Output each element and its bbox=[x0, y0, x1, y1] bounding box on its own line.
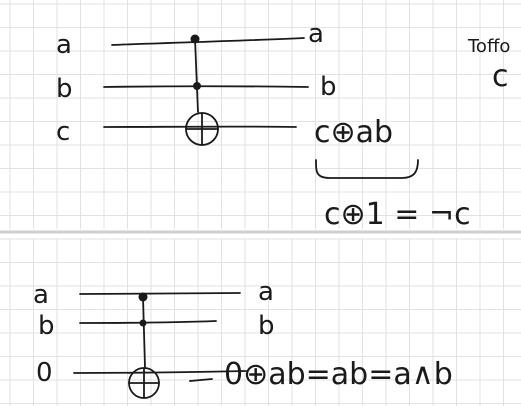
toffoli-circuit-top: a b c a b c⊕ab c⊕1 = ¬c Toffo c bbox=[56, 19, 510, 232]
side-title-toffoli: Toffo bbox=[467, 36, 510, 57]
top-control-line bbox=[194, 38, 199, 113]
top-identity: c⊕1 = ¬c bbox=[324, 197, 471, 232]
bottom-output-dash bbox=[189, 378, 213, 382]
bottom-input-zero: 0 bbox=[36, 358, 53, 388]
bottom-input-b: b bbox=[38, 311, 55, 341]
bottom-output-b: b bbox=[258, 311, 275, 341]
bottom-result-expression: 0⊕ab=ab=a∧b bbox=[224, 357, 453, 392]
top-wire-b bbox=[103, 85, 309, 88]
top-input-b: b bbox=[56, 74, 73, 104]
bottom-wire-zero bbox=[73, 370, 247, 374]
toffoli-circuit-bottom: a b 0 a b 0⊕ab=ab=a∧b bbox=[33, 277, 453, 399]
top-input-a: a bbox=[56, 30, 72, 60]
top-target-xor-icon bbox=[185, 112, 219, 146]
top-output-b: b bbox=[320, 72, 337, 102]
side-letter-c: c bbox=[492, 59, 509, 94]
top-control-dot-b bbox=[193, 82, 201, 90]
bottom-target-xor-icon bbox=[128, 367, 160, 399]
bottom-control-dot-b bbox=[139, 319, 147, 327]
bottom-output-a: a bbox=[258, 277, 274, 307]
bottom-control-line bbox=[142, 296, 146, 368]
bottom-input-a: a bbox=[33, 280, 49, 310]
bottom-wire-b bbox=[79, 320, 217, 324]
top-output-c-xor-ab: c⊕ab bbox=[314, 115, 393, 150]
bottom-wire-a bbox=[79, 292, 241, 295]
top-control-dot-a bbox=[190, 34, 200, 44]
bottom-control-dot-a bbox=[138, 292, 148, 302]
top-output-brace bbox=[315, 159, 419, 179]
top-output-a: a bbox=[308, 19, 324, 49]
top-input-c: c bbox=[56, 117, 70, 147]
top-wire-a bbox=[111, 37, 305, 46]
